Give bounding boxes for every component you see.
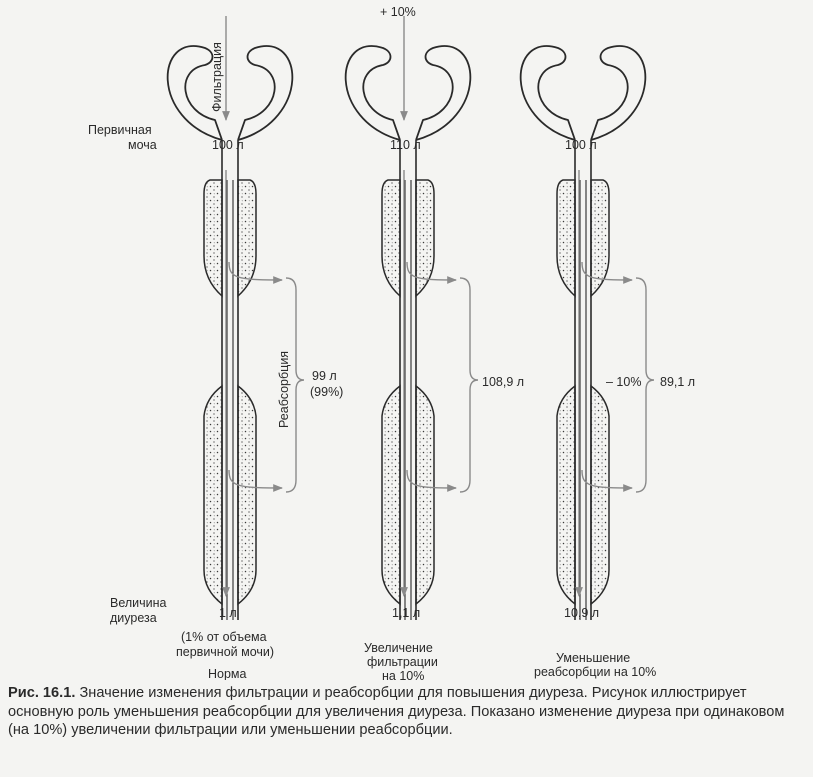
nephron-reabsorption-decrease [519, 45, 647, 621]
reabsorbed-reabsorption: 89,1 л [660, 375, 695, 389]
nephron-filtration-increase [344, 45, 472, 621]
title-normal: Норма [208, 667, 247, 680]
reabsorption-arrows [228, 261, 633, 492]
figure-caption: Рис. 16.1. Значение изменения фильтрации… [8, 684, 808, 740]
primary-volume-reabsorption: 100 л [565, 138, 597, 152]
title-reabsorption-2: реабсорбции на 10% [534, 665, 656, 679]
diuresis-normal: 1 л [219, 606, 237, 620]
reabsorption-label: Реабсорбция [277, 351, 291, 428]
note-normal-1: (1% от объема [181, 630, 267, 644]
diuresis-label-2: диуреза [110, 611, 157, 625]
reabsorbed-normal-2: (99%) [310, 385, 343, 399]
change-reabsorption: – 10% [606, 375, 641, 389]
reabsorbed-normal-1: 99 л [312, 369, 337, 383]
flow-arrows [222, 16, 583, 597]
filtration-label: Фильтрация [210, 42, 224, 112]
plus-10-label: + 10% [380, 5, 416, 19]
primary-volume-filtration: 110 л [390, 138, 421, 152]
note-normal-2: первичной мочи) [176, 645, 274, 659]
reabsorption-braces [285, 277, 655, 493]
diuresis-diagram: Фильтрация + 10% Первичная моча 100 л 11… [88, 5, 695, 680]
diuresis-filtration: 1,1 л [392, 606, 420, 620]
reabsorbed-filtration: 108,9 л [482, 375, 524, 389]
diuresis-label-1: Величина [110, 596, 167, 610]
caption-text: Значение изменения фильтрации и реабсорб… [8, 685, 785, 739]
title-filtration-3: на 10% [382, 669, 424, 680]
title-filtration-1: Увеличение [364, 641, 433, 655]
caption-label: Рис. 16.1. [8, 685, 76, 701]
diuresis-reabsorption: 10,9 л [564, 606, 599, 620]
title-reabsorption-1: Уменьшение [556, 651, 630, 665]
primary-volume-normal: 100 л [212, 138, 244, 152]
title-filtration-2: фильтрации [367, 655, 438, 669]
primary-urine-label-2: моча [128, 138, 157, 152]
nephron-normal [166, 45, 294, 621]
primary-urine-label-1: Первичная [88, 123, 152, 137]
